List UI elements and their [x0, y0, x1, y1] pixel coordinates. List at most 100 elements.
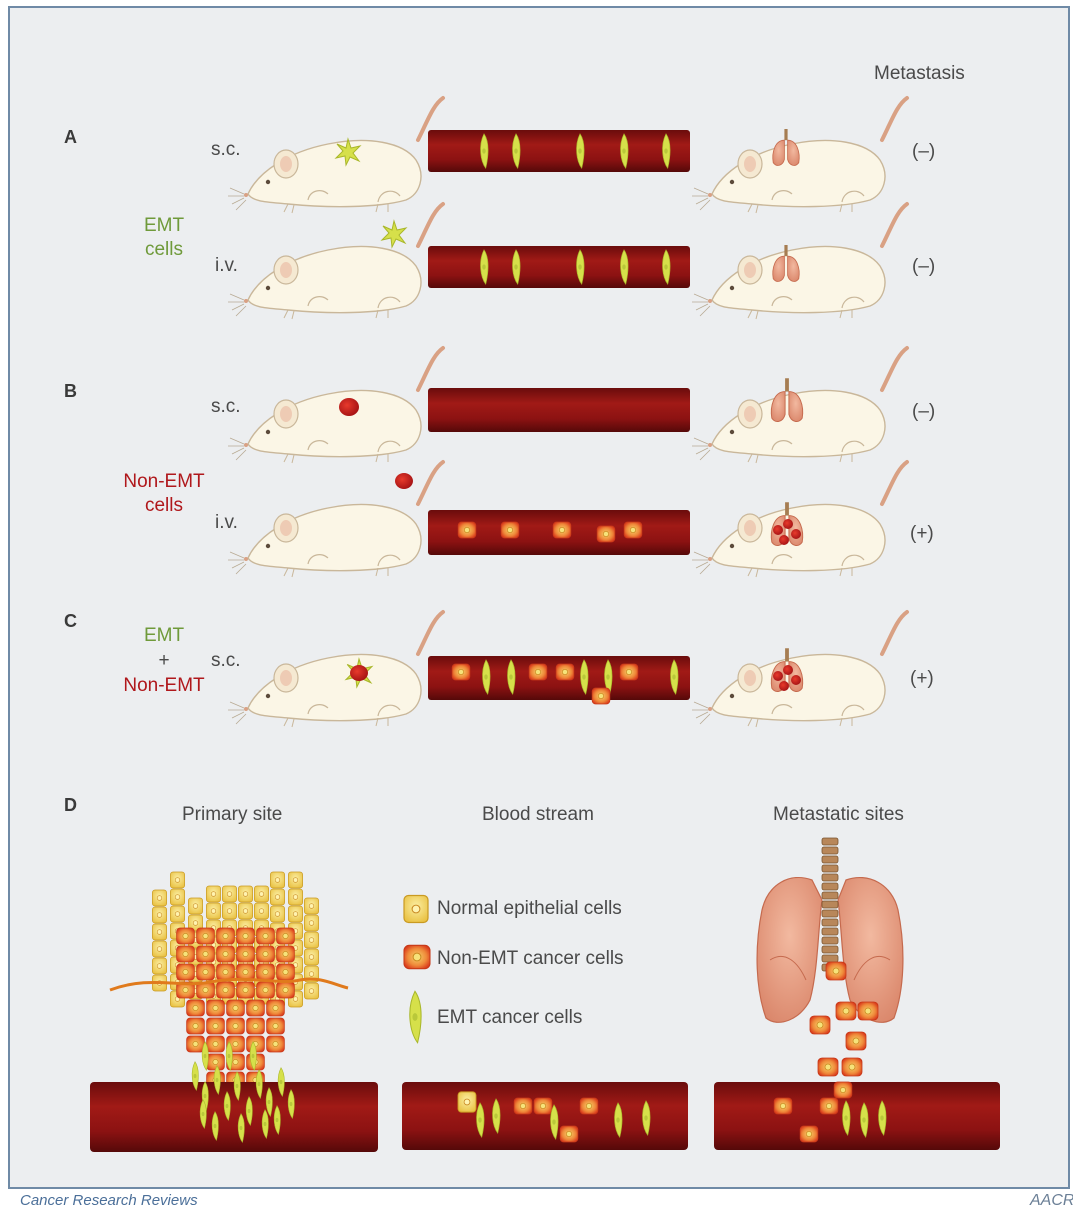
- nonemt-tumor-icon: [339, 398, 359, 416]
- vertebra: [822, 883, 838, 890]
- nonemt-cell-icon: [277, 982, 295, 998]
- nonemt-group-label: Non-EMT cells: [112, 470, 216, 518]
- nonemt-cell-icon: [534, 1098, 552, 1114]
- emt-injection-icon: [382, 221, 406, 247]
- normal-cell-icon: [238, 903, 252, 919]
- legend-normal-label: Normal epithelial cells: [437, 898, 622, 920]
- nonemt-cell-icon: [187, 1000, 205, 1016]
- route-a-sc: s.c.: [211, 139, 241, 161]
- nonemt-cell-icon: [624, 522, 642, 538]
- metastasis-header: Metastasis: [874, 63, 965, 85]
- nonemt-cell-icon: [187, 1036, 205, 1052]
- nonemt-cell-icon: [177, 964, 195, 980]
- normal-cell-icon: [254, 903, 268, 919]
- nonemt-cell-icon: [197, 946, 215, 962]
- nonemt-cell-icon: [580, 1098, 598, 1114]
- route-b-iv: i.v.: [215, 512, 238, 534]
- normal-cell-icon: [270, 906, 284, 922]
- nonemt-cell-icon: [277, 946, 295, 962]
- panel-label-b: B: [64, 381, 77, 402]
- nonemt-cell-icon: [247, 1018, 265, 1034]
- nonemt-cell-icon: [267, 1000, 285, 1016]
- nonemt-cell-icon: [858, 1002, 878, 1020]
- nonemt-cell-icon: [207, 1018, 225, 1034]
- mixed-group-emt: EMT: [112, 623, 216, 648]
- vertebra: [822, 847, 838, 854]
- vertebra: [822, 910, 838, 917]
- legend-nonemt-label: Non-EMT cancer cells: [437, 948, 624, 970]
- normal-cell-icon: [304, 898, 318, 914]
- mouse-icon: [692, 204, 907, 319]
- mouse-icon: [228, 98, 443, 213]
- vertebra: [822, 919, 838, 926]
- normal-cell-icon: [288, 872, 302, 888]
- nonemt-cell-icon: [452, 664, 470, 680]
- nonemt-cell-icon: [820, 1098, 838, 1114]
- nonemt-injection-icon: [395, 473, 413, 489]
- metastatic-sites-title: Metastatic sites: [773, 804, 904, 826]
- blood-vessel: [428, 130, 690, 172]
- nonemt-cell-icon: [560, 1126, 578, 1142]
- bloodstream-illustration: [402, 1082, 688, 1150]
- normal-cell-icon: [222, 886, 236, 902]
- nonemt-cell-icon: [834, 1082, 852, 1098]
- result-a-sc: (–): [912, 141, 935, 163]
- vertebra: [822, 955, 838, 962]
- emt-cell-legend-icon: [410, 991, 421, 1042]
- blood-vessel: [428, 388, 690, 432]
- nonemt-cell-icon: [514, 1098, 532, 1114]
- normal-cell-icon: [288, 906, 302, 922]
- normal-cell-icon: [288, 889, 302, 905]
- normal-cell-icon: [254, 886, 268, 902]
- nonemt-cell-icon: [237, 946, 255, 962]
- emt-cell-icon: [202, 1042, 208, 1071]
- nonemt-group-line2: cells: [112, 494, 216, 518]
- normal-cell-icon: [206, 886, 220, 902]
- nonemt-cell-icon: [529, 664, 547, 680]
- nonemt-cell-icon: [197, 964, 215, 980]
- blood-stream-title: Blood stream: [482, 804, 594, 826]
- nonemt-cell-icon: [842, 1058, 862, 1076]
- nonemt-cell-icon: [197, 928, 215, 944]
- spine-icon: [822, 838, 838, 971]
- normal-cell-icon: [270, 889, 284, 905]
- route-a-iv: i.v.: [215, 255, 238, 277]
- normal-cell-icon: [270, 872, 284, 888]
- normal-cell-icon: [238, 886, 252, 902]
- nonemt-cell-icon: [846, 1032, 866, 1050]
- result-b-sc: (–): [912, 401, 935, 423]
- normal-cell-icon: [304, 932, 318, 948]
- vertebra: [822, 892, 838, 899]
- nonemt-cell-icon: [257, 982, 275, 998]
- journal-name: Cancer Research Reviews: [20, 1192, 198, 1209]
- legend-emt-label: EMT cancer cells: [437, 1007, 582, 1029]
- panel-label-c: C: [64, 611, 77, 632]
- legend: [404, 896, 430, 1043]
- nonemt-cell-icon: [501, 522, 519, 538]
- normal-cell-icon: [206, 903, 220, 919]
- route-b-sc: s.c.: [211, 396, 241, 418]
- nonemt-cell-icon: [217, 982, 235, 998]
- nonemt-cell-icon: [597, 526, 615, 542]
- vertebra: [822, 856, 838, 863]
- nonemt-cell-icon: [836, 1002, 856, 1020]
- metastatic-lungs-icon: [771, 648, 802, 691]
- nonemt-cell-icon: [277, 964, 295, 980]
- vertebra: [822, 901, 838, 908]
- nonemt-cell-icon: [826, 962, 846, 980]
- normal-cell-icon: [170, 872, 184, 888]
- nonemt-cell-icon: [237, 964, 255, 980]
- normal-cell-icon: [152, 907, 166, 923]
- nonemt-cell-icon: [277, 928, 295, 944]
- row-a-iv: [228, 204, 907, 319]
- primary-site-illustration: [90, 872, 378, 1152]
- vertebra: [822, 946, 838, 953]
- mixed-group-label: EMT + Non-EMT: [112, 623, 216, 698]
- panel-label-a: A: [64, 127, 77, 148]
- nonemt-cell-icon: [553, 522, 571, 538]
- nonemt-cell-icon: [217, 964, 235, 980]
- row-a-sc: [228, 98, 907, 213]
- result-a-iv: (–): [912, 256, 935, 278]
- normal-cell-icon: [458, 1092, 476, 1112]
- normal-cell-icon: [152, 941, 166, 957]
